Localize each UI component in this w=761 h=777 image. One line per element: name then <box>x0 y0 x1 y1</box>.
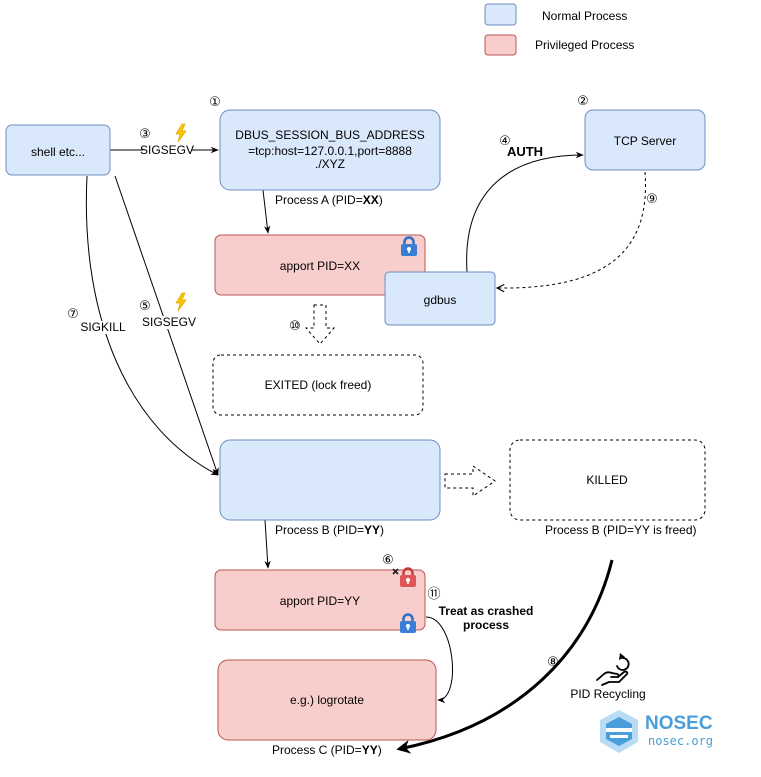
step-8-marker: ⑧ <box>547 655 559 670</box>
sigsegv-label-bg <box>144 316 194 329</box>
lightning-icon <box>175 123 187 143</box>
logrotate-node <box>217 659 437 741</box>
step-11-marker: ⑪ <box>427 587 440 602</box>
lock-icon <box>401 236 417 256</box>
lock-icon <box>400 613 416 633</box>
legend-normal-swatch <box>484 3 517 26</box>
arrow-process-a-to-apport-xx <box>262 189 271 234</box>
logrotate-label: e.g.) logrotate <box>290 693 364 707</box>
step-1-marker: ① <box>209 95 221 110</box>
exited-node <box>212 354 424 416</box>
process-c-caption: Process C (PID=YY) <box>272 743 382 757</box>
gdbus-node <box>384 271 496 326</box>
gdbus-label: gdbus <box>424 293 457 307</box>
sigsegv-label-a: SIGSEGV <box>140 143 194 157</box>
apport-yy-label: apport PID=YY <box>280 594 360 608</box>
sigkill-label-bg <box>81 321 126 334</box>
shell-node <box>5 124 111 176</box>
step-10-marker: ⑩ <box>289 319 301 334</box>
step-6-marker: ⑥ <box>382 553 394 568</box>
step-3-marker: ③ <box>139 127 151 142</box>
crash-handling-label-1: Treat as crashed <box>439 604 534 618</box>
lightning-icon <box>175 292 187 312</box>
process-a-line-3: ./XYZ <box>315 157 345 171</box>
arrow-gdbus-to-tcp-server <box>466 151 584 273</box>
kill-block-arrow <box>444 465 496 497</box>
sigsegv-label-b: SIGSEGV <box>142 315 196 329</box>
process-a-line-2: =tcp:host=127.0.0.1,port=8888 <box>248 144 412 158</box>
step-2-marker: ② <box>577 94 589 109</box>
process-a-caption: Process A (PID=XX) <box>275 193 383 207</box>
arrow-shell-to-process-b-sigkill <box>85 175 219 476</box>
legend: Normal Process Privileged Process <box>484 3 634 56</box>
hand-recycle-icon <box>596 653 630 686</box>
step-5-marker: ⑤ <box>139 299 151 314</box>
arrow-tcp-server-to-gdbus <box>497 171 647 288</box>
apport-xx-label: apport PID=XX <box>280 259 360 273</box>
tcp-server-node <box>584 109 706 171</box>
process-b-node <box>219 439 441 521</box>
process-a-line-1: DBUS_SESSION_BUS_ADDRESS <box>235 128 424 142</box>
arrow-apport-yy-to-logrotate <box>425 616 454 704</box>
sigsegv-label-bg <box>143 144 192 157</box>
tcp-server-label: TCP Server <box>614 134 676 148</box>
killed-caption: Process B (PID=YY is freed) <box>545 523 697 537</box>
auth-label: AUTH <box>507 144 543 159</box>
step-7-marker: ⑦ <box>67 307 79 322</box>
nosec-shield-icon <box>600 710 638 753</box>
killed-node <box>509 439 706 521</box>
exited-label: EXITED (lock freed) <box>265 378 372 392</box>
killed-label: KILLED <box>586 473 628 487</box>
arrow-process-b-to-apport-yy <box>264 519 271 569</box>
apport-xx-node <box>214 234 426 296</box>
legend-normal-label: Normal Process <box>542 9 627 23</box>
shell-node-label: shell etc... <box>31 145 85 159</box>
logo-name: NOSEC <box>645 713 713 734</box>
pid-recycling-label: PID Recycling <box>570 687 645 701</box>
apport-yy-node <box>214 569 426 631</box>
apport-exit-block-arrow <box>304 304 336 345</box>
crash-handling-label-2: process <box>463 618 509 632</box>
logo-url: nosec.org <box>648 734 713 748</box>
process-a-node <box>219 109 441 191</box>
arrow-pid-recycling <box>396 559 614 754</box>
process-b-caption: Process B (PID=YY) <box>275 523 384 537</box>
legend-privileged-label: Privileged Process <box>535 38 634 52</box>
step-9-marker: ⑨ <box>646 192 658 207</box>
step-4-marker: ④ <box>499 134 511 149</box>
sigkill-label: SIGKILL <box>80 320 126 334</box>
legend-privileged-swatch <box>484 34 517 56</box>
lock-x-icon <box>392 567 416 587</box>
